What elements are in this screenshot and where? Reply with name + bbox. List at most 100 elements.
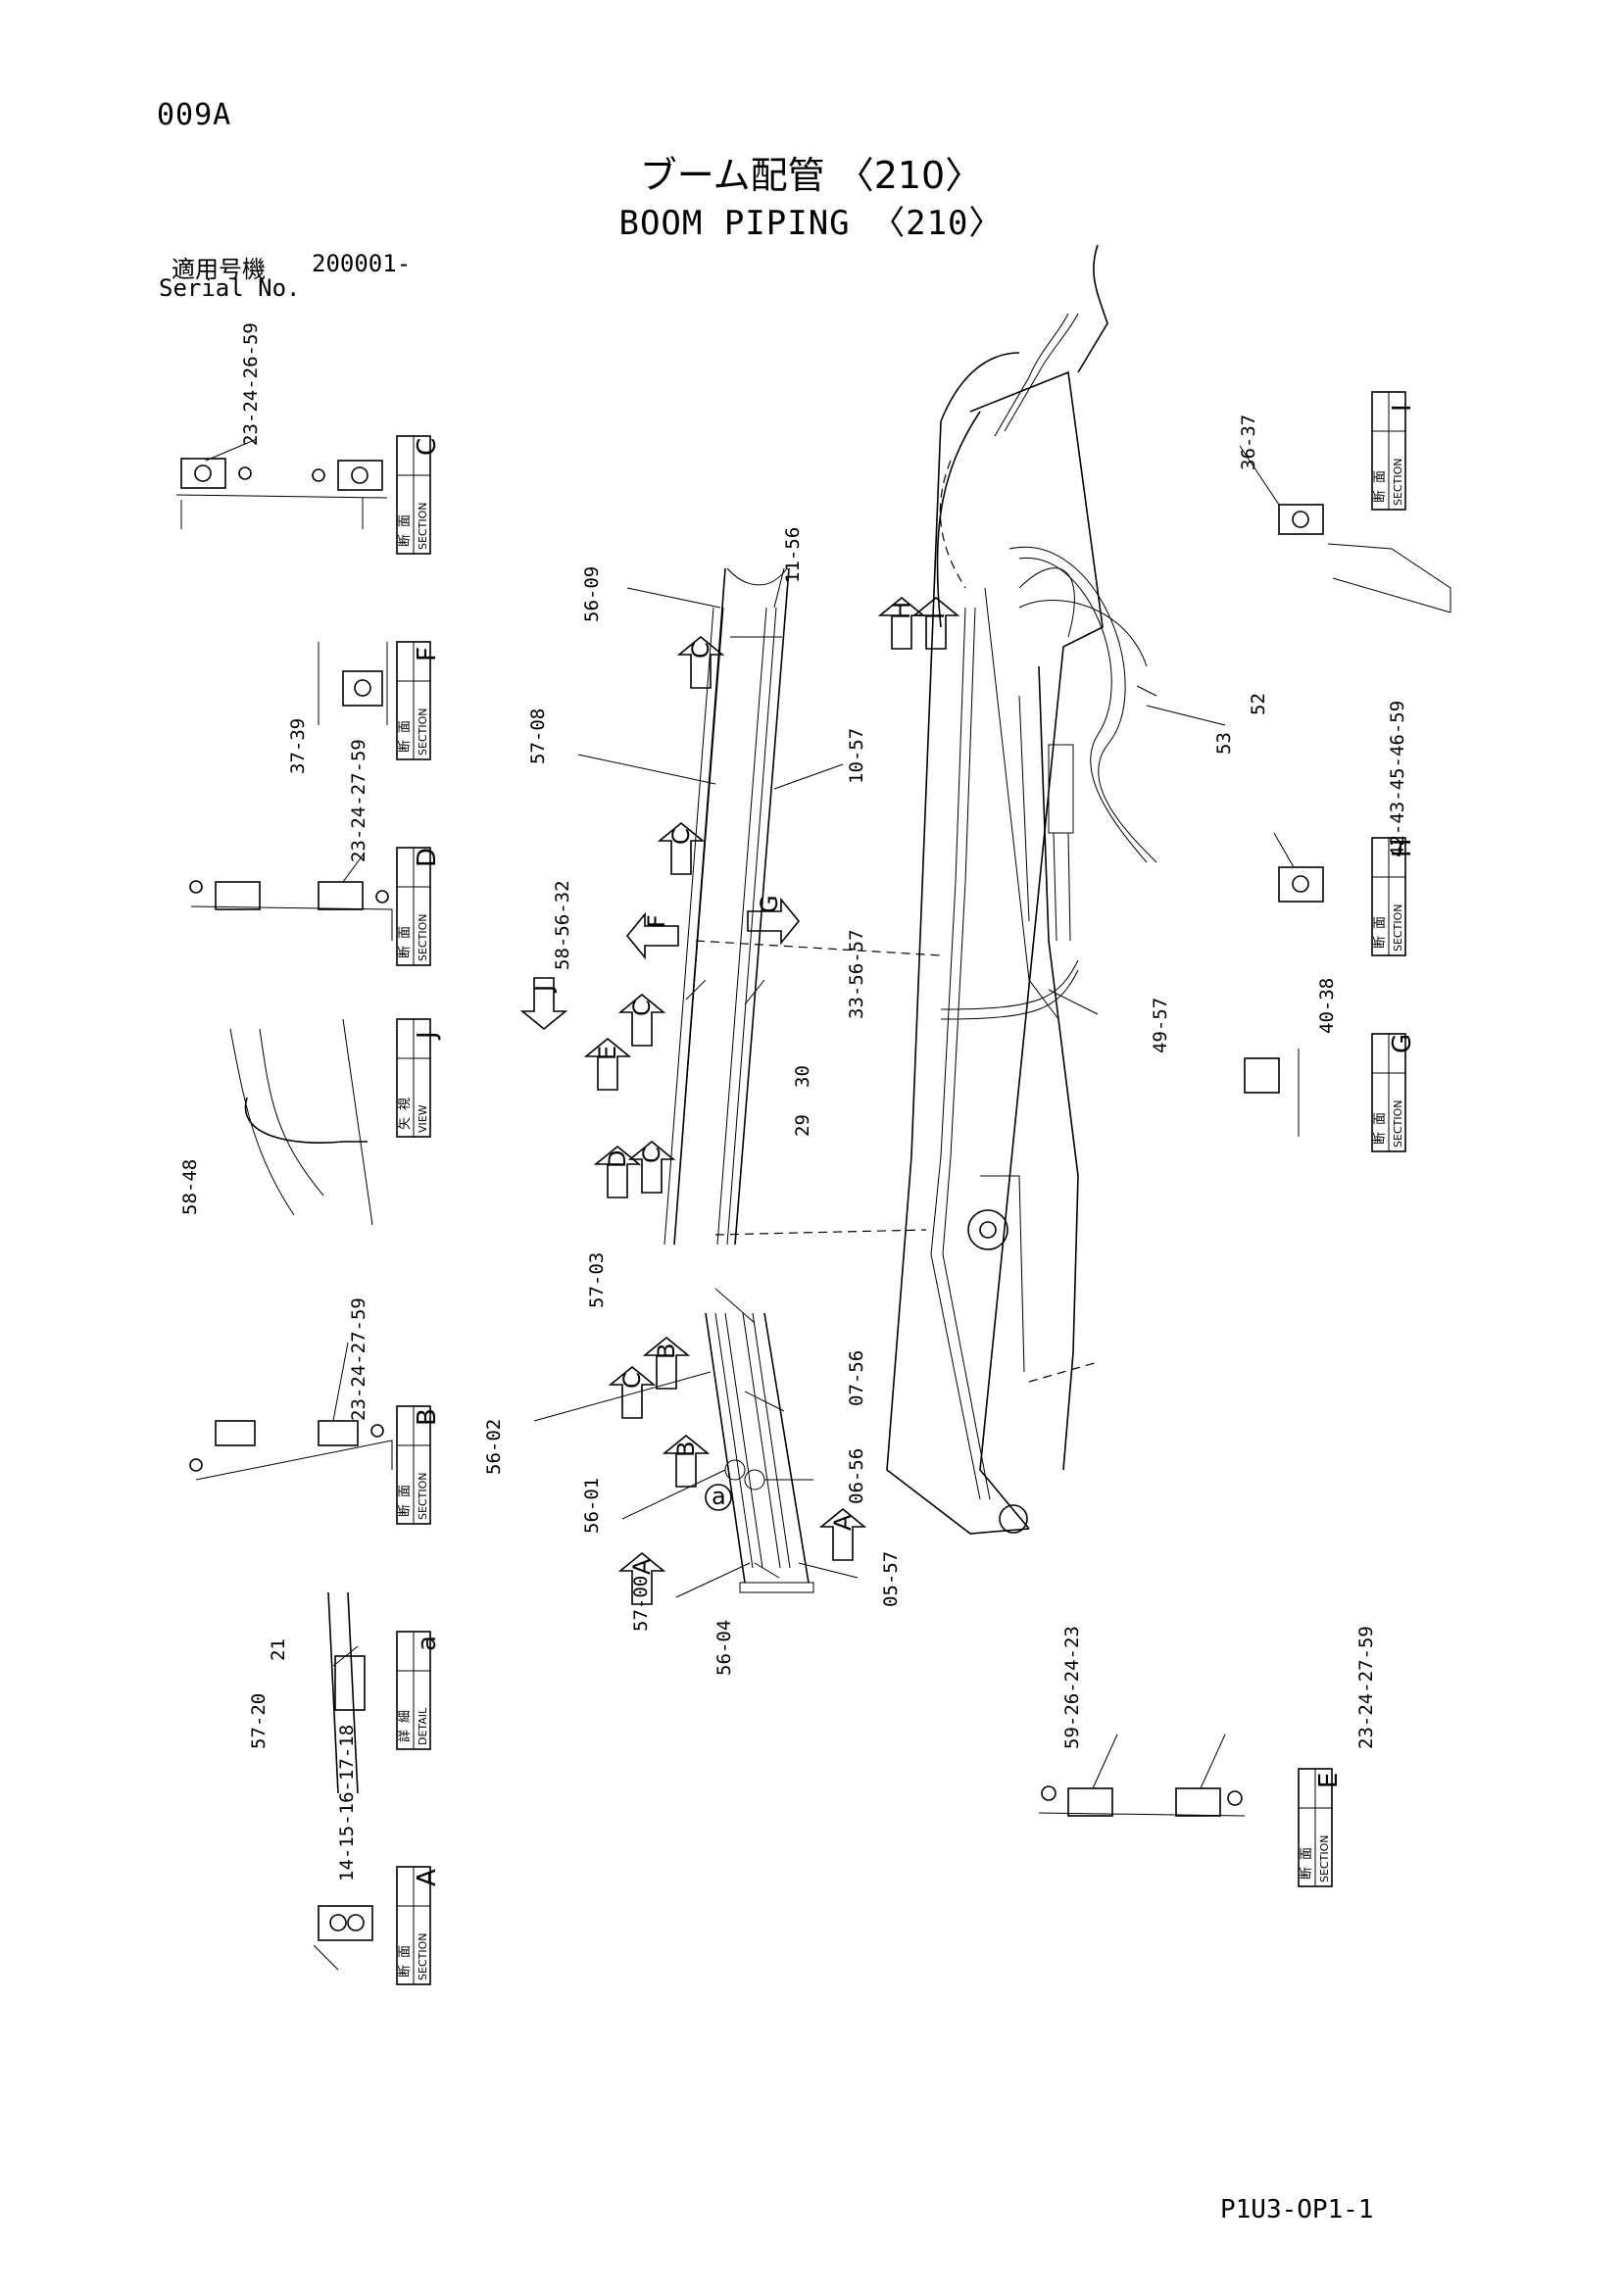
label-box-jp-glyph: 断 xyxy=(1373,1132,1388,1145)
callout-viewJ: 58-48 xyxy=(179,1159,201,1215)
view-arrow-C: C xyxy=(627,1140,676,1194)
view-arrow-C: C xyxy=(676,635,725,689)
view-arrow-letter: C xyxy=(687,642,714,659)
view-arrow-letter: A xyxy=(829,1514,857,1531)
page-title-japanese: ブーム配管 〈210〉 xyxy=(639,154,983,197)
detail-a-marker: a xyxy=(705,1483,732,1511)
callout-secE-left: 59-26-24-23 xyxy=(1061,1626,1083,1749)
view-arrow-B: B xyxy=(642,1336,691,1390)
view-arrow-letter: J xyxy=(530,985,558,994)
view-arrow-E: E xyxy=(583,1037,632,1091)
view-arrow-B: B xyxy=(662,1434,711,1488)
view-arrow-C: C xyxy=(617,993,666,1047)
view-arrow-letter: B xyxy=(672,1441,700,1457)
label-box-jp-glyph: 視 xyxy=(398,1098,413,1110)
label-box-letter: G xyxy=(1388,1034,1417,1053)
label-box-jp-glyph: 詳 xyxy=(397,1730,413,1742)
view-arrow-letter: E xyxy=(594,1046,621,1060)
callout-p56-01: 56-01 xyxy=(581,1478,603,1534)
label-box-jp-glyph: 面 xyxy=(398,1485,413,1497)
label-box-jp-glyph: 面 xyxy=(1373,1112,1388,1125)
label-box-word: SECTION xyxy=(417,914,429,961)
callout-p53: 53 xyxy=(1213,732,1235,755)
label-box-jp-glyph: 面 xyxy=(398,1945,413,1958)
label-box-word: SECTION xyxy=(417,1933,429,1980)
label-box-jp-glyph: 断 xyxy=(398,534,413,547)
view-arrow-letter: A xyxy=(628,1558,656,1575)
view-arrow-C: C xyxy=(657,821,706,875)
callout-secC: 23-24-26-59 xyxy=(240,322,262,446)
footer-page-code: P1U3-OP1-1 xyxy=(1220,2195,1374,2224)
serial-number-value: 200001- xyxy=(312,250,412,277)
serial-label-japanese: 適用号機 xyxy=(172,256,266,283)
pipe-detail-strips xyxy=(664,567,814,1593)
callout-secH: 42-43-45-46-59 xyxy=(1387,701,1408,857)
view-arrow-letter: H xyxy=(888,602,915,619)
label-box-jp-glyph: 面 xyxy=(1373,470,1388,483)
label-box-letter: B xyxy=(413,1408,442,1426)
callout-p05-57: 05-57 xyxy=(880,1551,902,1607)
callout-p10-57: 10-57 xyxy=(846,728,867,784)
page-title-english: BOOM PIPING 〈210〉 xyxy=(618,204,1004,243)
leader-lines xyxy=(205,438,1295,1789)
label-box-section-G: 断面 SECTION G xyxy=(1371,1033,1417,1152)
label-box-jp-glyph: 面 xyxy=(1373,916,1388,929)
callout-secI: 36-37 xyxy=(1238,415,1259,470)
label-box-letter: H xyxy=(1388,838,1417,857)
view-arrow-G: G xyxy=(747,895,801,946)
label-box-jp-glyph: 断 xyxy=(398,740,413,753)
label-box-jp-glyph: 断 xyxy=(398,1965,413,1978)
label-box-jp-glyph: 面 xyxy=(398,926,413,939)
label-box-letter: C xyxy=(413,438,442,456)
section-sketches xyxy=(175,458,1451,1971)
label-box-word: SECTION xyxy=(417,1473,429,1520)
callout-p33-56-57: 33-56-57 xyxy=(846,929,867,1019)
callout-detA-21: 21 xyxy=(268,1638,289,1661)
label-box-word: SECTION xyxy=(1392,1100,1404,1148)
label-box-letter: J xyxy=(413,1031,442,1041)
view-arrow-letter: F xyxy=(643,914,670,928)
label-box-jp-glyph: 断 xyxy=(1373,490,1388,503)
callout-p07-56: 07-56 xyxy=(846,1350,867,1406)
view-arrow-letter: G xyxy=(756,895,783,913)
view-arrow-C: C xyxy=(608,1365,657,1419)
callout-secE-right: 23-24-27-59 xyxy=(1355,1626,1377,1749)
label-box-letter: a xyxy=(413,1636,442,1651)
callout-p52: 52 xyxy=(1248,693,1269,715)
boom-assembly xyxy=(695,244,1157,1535)
callout-p11-56: 11-56 xyxy=(782,527,804,583)
callout-secB: 23-24-27-59 xyxy=(348,1297,369,1421)
view-arrow-letter: C xyxy=(618,1372,646,1389)
callout-p56-02: 56-02 xyxy=(483,1419,505,1475)
callout-p57-08: 57-08 xyxy=(527,708,549,764)
label-box-jp-glyph: 断 xyxy=(398,946,413,958)
label-box-jp-glyph: 断 xyxy=(1373,936,1388,949)
label-box-section-D: 断面 SECTION D xyxy=(396,847,442,966)
callout-p06-56: 06-56 xyxy=(846,1448,867,1504)
page-code: 009A xyxy=(157,98,232,132)
callout-secD: 23-24-27-59 xyxy=(348,739,369,862)
callout-secG: 40-38 xyxy=(1316,978,1338,1034)
label-box-word: SECTION xyxy=(417,708,429,756)
label-box-letter: I xyxy=(1388,404,1417,412)
callout-p29: 29 xyxy=(792,1114,813,1137)
view-arrow-letter: C xyxy=(667,828,695,845)
view-arrow-letter: I xyxy=(922,612,950,619)
label-box-word: DETAIL xyxy=(417,1707,429,1745)
label-box-letter: F xyxy=(413,647,442,661)
label-box-jp-glyph: 面 xyxy=(398,514,413,527)
view-arrow-A: A xyxy=(617,1551,666,1605)
label-box-letter: D xyxy=(413,848,442,867)
label-box-word: SECTION xyxy=(1318,1835,1331,1882)
view-arrow-letter: B xyxy=(653,1343,680,1359)
label-box-jp-glyph: 矢 xyxy=(398,1117,413,1130)
view-arrow-H: H xyxy=(877,596,926,650)
